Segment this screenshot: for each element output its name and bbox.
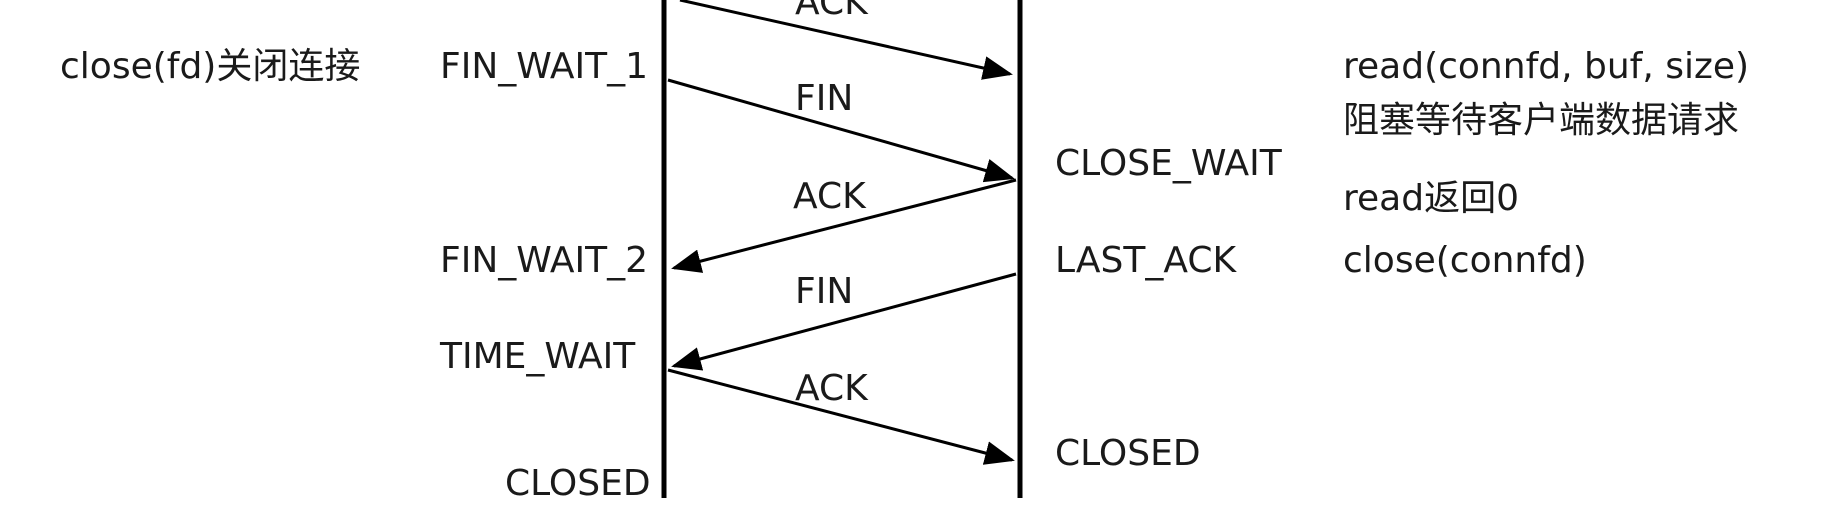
segment-label-ack-2: ACK xyxy=(795,368,869,409)
client-state-fin-wait-2: FIN_WAIT_2 xyxy=(440,240,648,281)
server-blocking-note: 阻塞等待客户端数据请求 xyxy=(1343,100,1739,141)
arrow-top-ack xyxy=(679,0,1013,80)
arrow-fin-2 xyxy=(671,272,1017,371)
segment-label-fin-2: FIN xyxy=(795,271,853,312)
segment-label-fin-1: FIN xyxy=(795,78,853,119)
server-state-last-ack: LAST_ACK xyxy=(1055,240,1237,281)
server-read-return: read返回0 xyxy=(1343,178,1519,219)
client-state-closed: CLOSED xyxy=(505,463,651,504)
arrow-ack-2 xyxy=(667,368,1015,465)
arrow-ack-1 xyxy=(671,178,1017,273)
client-state-time-wait: TIME_WAIT xyxy=(439,336,636,377)
server-close-call: close(connfd) xyxy=(1343,240,1587,281)
server-read-call: read(connfd, buf, size) xyxy=(1343,46,1749,87)
arrow-fin-1 xyxy=(667,78,1015,183)
client-close-call: close(fd)关闭连接 xyxy=(60,46,360,87)
client-state-fin-wait-1: FIN_WAIT_1 xyxy=(440,46,648,87)
segment-label-top-ack: ACK xyxy=(795,0,869,23)
server-state-close-wait: CLOSE_WAIT xyxy=(1055,143,1283,184)
server-state-closed: CLOSED xyxy=(1055,433,1201,474)
segment-label-ack-1: ACK xyxy=(793,176,867,217)
